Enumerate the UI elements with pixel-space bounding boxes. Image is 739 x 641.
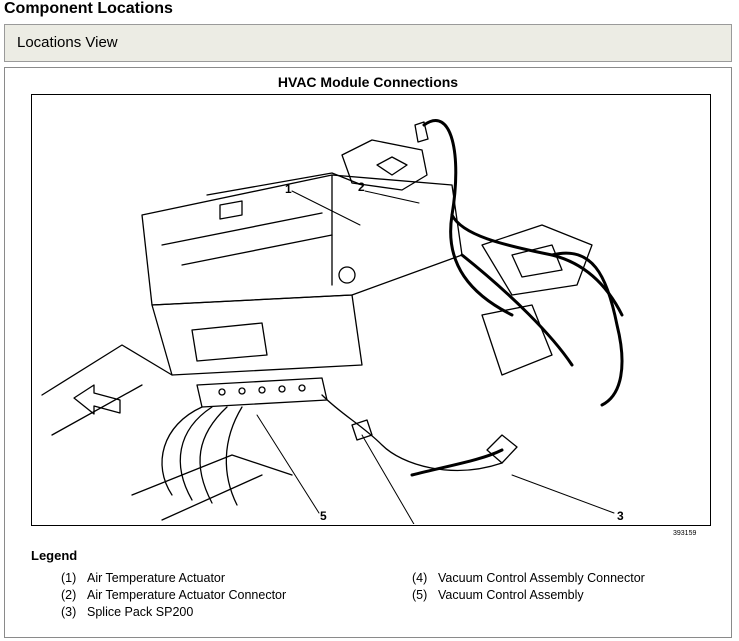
- callout-5: 5: [320, 509, 327, 523]
- view-label: Locations View: [17, 34, 118, 51]
- legend-item-number: (1): [61, 571, 77, 585]
- splice-pack-sp200: [486, 434, 518, 464]
- legend-item-label: Splice Pack SP200: [87, 605, 194, 619]
- legend-item-number: (5): [412, 588, 428, 602]
- figure-number: 393159: [673, 530, 697, 537]
- air-temperature-actuator-connector: [414, 121, 429, 143]
- hvac-housing-front: [151, 294, 363, 376]
- legend-item: (3) Splice Pack SP200: [61, 605, 193, 620]
- legend-item-number: (2): [61, 588, 77, 602]
- legend-item-label: Vacuum Control Assembly: [438, 588, 584, 602]
- figure-frame: HVAC Module Connections: [4, 67, 732, 638]
- page-title: Component Locations: [4, 0, 173, 17]
- legend-item: (4) Vacuum Control Assembly Connector: [412, 571, 645, 586]
- legend-item-number: (3): [61, 605, 77, 619]
- callout-3: 3: [617, 509, 624, 523]
- vacuum-control-assembly-connector: [351, 419, 373, 441]
- hvac-module-illustration: 1 2 3 4 5: [41, 119, 624, 560]
- locations-view-header[interactable]: Locations View: [4, 24, 732, 62]
- callout-2: 2: [358, 180, 365, 194]
- legend-item: (1) Air Temperature Actuator: [61, 571, 225, 586]
- air-temperature-actuator: [341, 139, 428, 191]
- legend-item-label: Air Temperature Actuator: [87, 571, 226, 585]
- legend-item: (5) Vacuum Control Assembly: [412, 588, 584, 603]
- legend-item-label: Vacuum Control Assembly Connector: [438, 571, 645, 585]
- legend-item-label: Air Temperature Actuator Connector: [87, 588, 287, 602]
- legend-title: Legend: [31, 548, 78, 563]
- front-direction-arrow: [73, 384, 121, 415]
- callout-1: 1: [285, 182, 292, 196]
- diagram-title: HVAC Module Connections: [277, 74, 459, 90]
- legend-item-number: (4): [412, 571, 428, 585]
- diagram-drawing: 1 2 3 4 5: [31, 94, 711, 560]
- legend-item: (2) Air Temperature Actuator Connector: [61, 588, 286, 603]
